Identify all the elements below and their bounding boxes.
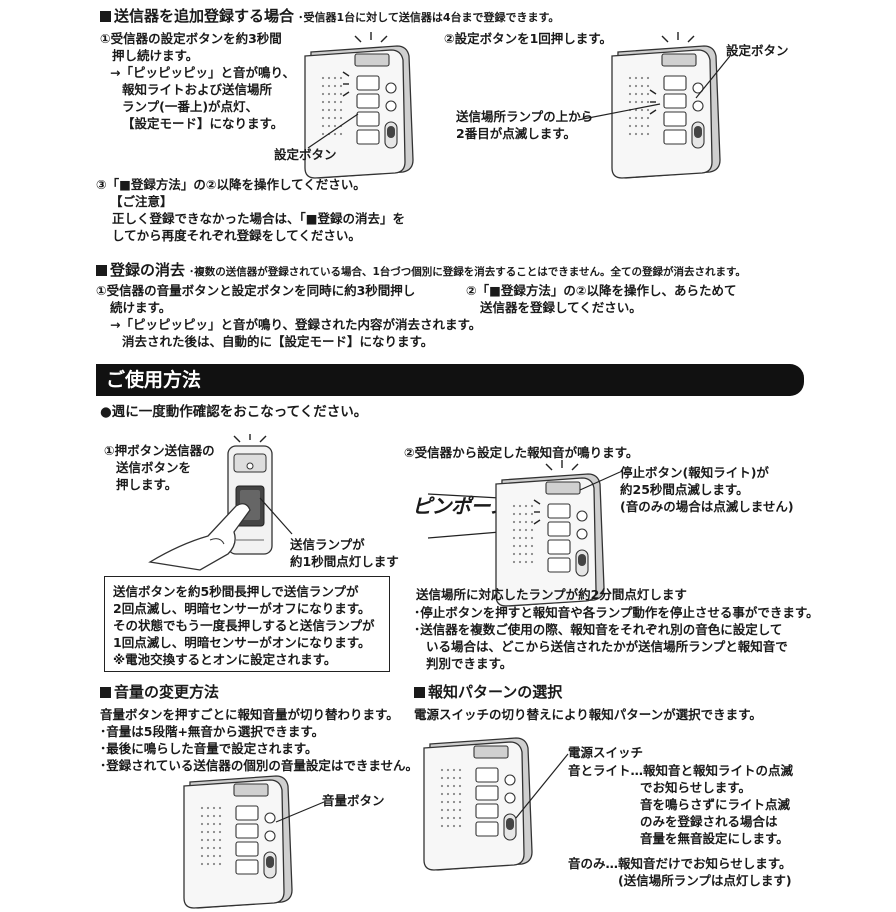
volume-heading: 音量の変更方法 [100, 682, 219, 702]
send-lamp-caption: 送信ランプが 約1秒間点灯します [290, 537, 399, 569]
receiver-illustration-usage [495, 460, 605, 607]
usage-bullets: ･停止ボタンを押すと報知音や各ランプ動作を停止させる事ができます。 ･送信器を複… [414, 605, 819, 671]
usage-step1: ①押ボタン送信器の 送信ボタンを 押します。 [104, 443, 215, 492]
register-heading: 送信器を追加登録する場合･受信器1台に対して送信器は4台まで登録できます。 [100, 6, 559, 28]
sparkle-icon [533, 460, 579, 525]
receiver-illustration-step2 [611, 32, 721, 179]
pointer-line [515, 753, 569, 819]
sparkle-icon [233, 434, 267, 443]
register-step2-caption: 送信場所ランプの上から 2番目が点滅します。 [456, 109, 594, 141]
pattern-heading: 報知パターンの選択 [414, 682, 562, 702]
long-press-info-box: 送信ボタンを約5秒間長押しで送信ランプが 2回点滅し、明暗センサーがオフになりま… [104, 576, 390, 672]
pattern-intro: 電源スイッチの切り替えにより報知パターンが選択できます。 [414, 707, 762, 722]
usage-title-bar: ご使用方法 [96, 364, 804, 396]
weekly-check-note: ●週に一度動作確認をおこなってください。 [100, 404, 368, 420]
pointer-line [275, 801, 325, 823]
square-bullet-icon [96, 265, 107, 276]
sparkle-icon [649, 32, 695, 115]
erase-step2: ②「■登録方法」の②以降を操作し、あらためて 送信器を登録してください。 [466, 283, 737, 315]
register-step1: ①受信器の設定ボタンを約3秒間 押し続けます。 →「ピッピッピッ」と音が鳴り、 … [100, 31, 295, 131]
power-switch-label: 電源スイッチ [568, 745, 644, 760]
pointer-line [307, 113, 359, 149]
pointer-line [259, 497, 293, 535]
volume-lines: 音量ボタンを押すごとに報知音量が切り替わります。 ･音量は5段階+無音から選択で… [100, 707, 419, 773]
square-bullet-icon [414, 687, 425, 698]
square-bullet-icon [100, 687, 111, 698]
push-button-transmitter-illustration [148, 434, 273, 571]
pointer-line [577, 103, 661, 121]
receiver-illustration-step1 [304, 32, 414, 179]
volume-button-label: 音量ボタン [322, 793, 385, 808]
location-lamp-caption: 送信場所に対応したランプが約2分間点灯します [416, 587, 687, 602]
register-step2: ②設定ボタンを1回押します。 [444, 31, 613, 46]
setting-button-label-1: 設定ボタン [274, 147, 337, 162]
setting-button-label-2: 設定ボタン [726, 43, 789, 58]
pointer-line [695, 55, 731, 99]
receiver-illustration-volume [183, 775, 293, 909]
pointer-line [579, 471, 621, 491]
stop-button-caption: 停止ボタン(報知ライト)が 約25秒間点滅します。 (音のみの場合は点滅しません… [620, 465, 794, 514]
sparkle-icon [342, 32, 388, 97]
register-step3: ③「■登録方法」の②以降を操作してください。 【ご注意】 正しく登録できなかった… [96, 177, 406, 243]
sound-lines [427, 493, 501, 539]
square-bullet-icon [100, 11, 111, 22]
erase-step1: ①受信器の音量ボタンと設定ボタンを同時に約3秒間押し 続けます。 →「ピッピッピ… [96, 283, 482, 349]
pattern-lines: 音とライト…報知音と報知ライトの点滅 でお知らせします。 音を鳴らさずにライト点… [568, 763, 794, 888]
erase-heading: 登録の消去･複数の送信器が登録されている場合、1台づつ個別に登録を消去することは… [96, 260, 746, 282]
usage-step2: ②受信器から設定した報知音が鳴ります。 [404, 445, 639, 460]
